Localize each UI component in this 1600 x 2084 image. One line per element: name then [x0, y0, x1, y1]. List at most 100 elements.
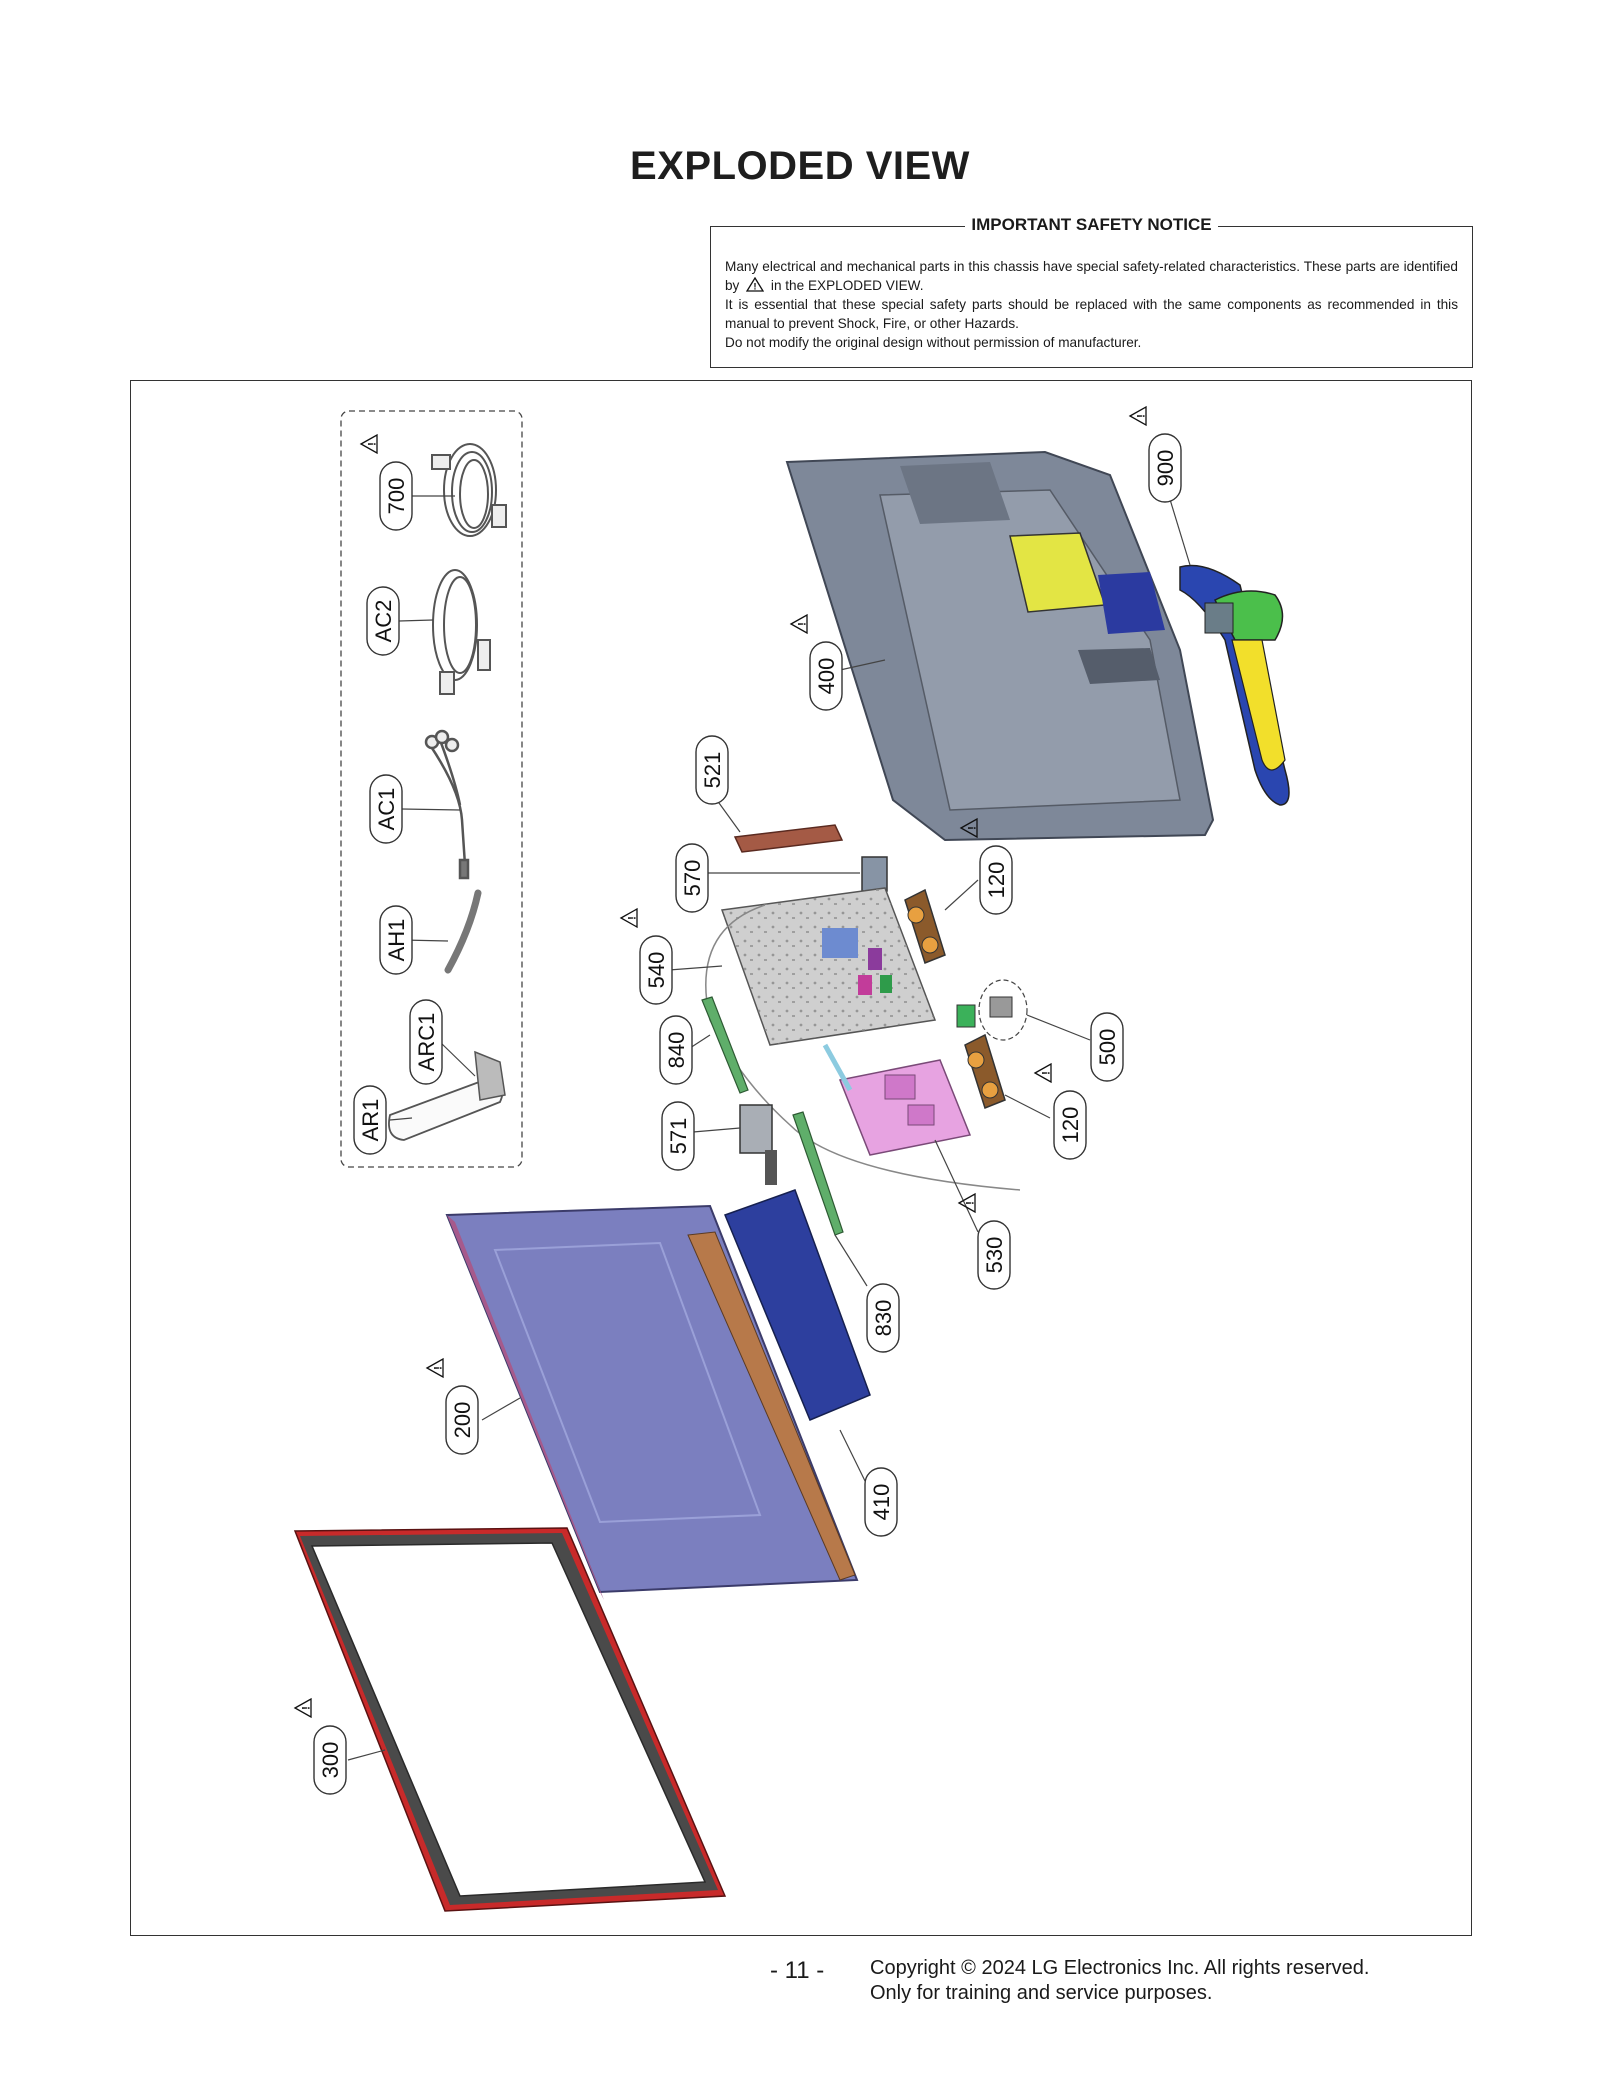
part-callout-outline [379, 905, 413, 975]
part-callout: 300! [293, 1697, 347, 1795]
safety-notice-line3: Do not modify the original design withou… [725, 335, 1142, 350]
exploded-view-frame [130, 380, 1472, 1936]
copyright-line2: Only for training and service purposes. [870, 1982, 1213, 2004]
ac-adapter-cable-part [432, 569, 491, 695]
svg-text:!: ! [1041, 1071, 1053, 1075]
leader-line [934, 1139, 979, 1233]
part-callout-label: AR1 [358, 1099, 383, 1142]
leader-line [839, 1429, 868, 1486]
part-callout-label: 120 [1058, 1107, 1083, 1144]
part-callout-outline [409, 999, 443, 1085]
av-cable-part [424, 729, 470, 880]
keypad-840-part [701, 996, 749, 1094]
part-callout-label: 400 [814, 658, 839, 695]
copyright-notice: Copyright © 2024 LG Electronics Inc. All… [870, 1956, 1369, 2006]
part-callout: 570 [675, 843, 709, 913]
warning-triangle-icon: ! [1033, 1062, 1053, 1084]
part-callout: 840 [659, 1015, 693, 1085]
flat-cable-part [822, 1043, 853, 1092]
remote-control-part [388, 1050, 506, 1141]
front-bezel-part [293, 1527, 727, 1912]
part-callout: AC2 [366, 586, 400, 656]
part-callout: 900! [1128, 405, 1182, 503]
rear-cover-part [785, 450, 1215, 842]
warning-triangle-icon: ! [1128, 405, 1148, 427]
shield-570-part [861, 856, 888, 892]
part-callout-label: 900 [1153, 450, 1178, 487]
part-callout: 830 [866, 1283, 900, 1353]
part-callout-label: 830 [871, 1300, 896, 1337]
speaker-upper-part [904, 888, 946, 964]
part-callout-outline [659, 1015, 693, 1085]
part-callout-label: 521 [700, 752, 725, 789]
part-callout: 120! [1033, 1062, 1087, 1160]
svg-text:!: ! [754, 282, 757, 292]
warning-triangle-icon: ! [957, 1192, 977, 1214]
part-callout-label: AH1 [384, 919, 409, 962]
power-board-part [838, 1059, 972, 1156]
warning-triangle-icon: ! [293, 1697, 313, 1719]
warning-triangle-icon: ! [789, 613, 809, 635]
part-callout-outline [675, 843, 709, 913]
bracket-571-part [739, 1104, 777, 1185]
part-callout-outline [864, 1467, 898, 1537]
part-callout: ARC1 [409, 999, 443, 1085]
safety-notice-line1b: in the EXPLODED VIEW. [770, 278, 924, 293]
part-callout-label: ARC1 [414, 1013, 439, 1072]
svg-text:!: ! [1136, 414, 1148, 418]
part-callout-label: 300 [318, 1742, 343, 1779]
accessory-box [340, 410, 523, 1168]
safety-notice-box: IMPORTANT SAFETY NOTICE Many electrical … [710, 215, 1473, 368]
svg-text:!: ! [965, 1201, 977, 1205]
page-number: - 11 - [770, 1957, 825, 1984]
leader-line [1026, 1014, 1091, 1041]
part-callout: 540! [619, 907, 673, 1005]
display-panel-part [445, 1204, 859, 1600]
part-callout: 410 [864, 1467, 898, 1537]
part-callout: AH1 [379, 905, 413, 975]
warning-triangle-icon: ! [619, 907, 639, 929]
part-callout-label: AC1 [374, 788, 399, 831]
part-callout-label: 530 [982, 1237, 1007, 1274]
leader-line [398, 619, 434, 622]
svg-text:!: ! [301, 1706, 313, 1710]
warning-triangle-icon: ! [959, 817, 979, 839]
part-callout-outline [366, 586, 400, 656]
part-callout-outline [1148, 433, 1182, 503]
leader-line [839, 659, 886, 671]
part-callout-outline [1090, 1012, 1124, 1082]
part-callout-label: 410 [869, 1484, 894, 1521]
page-title: EXPLODED VIEW [630, 144, 970, 188]
part-callout-outline [866, 1283, 900, 1353]
main-board-part [720, 887, 937, 1046]
chassis-frame-410-part [724, 1189, 871, 1421]
safety-notice-body: Many electrical and mechanical parts in … [725, 257, 1458, 352]
svg-text:!: ! [627, 916, 639, 920]
part-callout-outline [661, 1101, 695, 1171]
part-callout-outline [639, 935, 673, 1005]
part-callout-label: AC2 [371, 600, 396, 643]
part-callout: 200! [425, 1357, 479, 1455]
part-callout-outline [979, 845, 1013, 915]
part-callout-outline [353, 1085, 387, 1155]
leader-line [481, 1397, 521, 1421]
stand-part [1179, 564, 1290, 806]
copyright-line1: Copyright © 2024 LG Electronics Inc. All… [870, 1957, 1370, 1979]
part-callout: 521 [695, 735, 729, 805]
warning-triangle-icon: ! [745, 276, 765, 292]
leader-line [944, 879, 979, 911]
leader-line [668, 965, 723, 971]
part-callout-label: 200 [450, 1402, 475, 1439]
part-callout: 530! [957, 1192, 1011, 1290]
part-callout: AC1 [369, 774, 403, 844]
svg-text:!: ! [967, 826, 979, 830]
part-callout-outline [445, 1385, 479, 1455]
part-callout-outline [369, 774, 403, 844]
svg-text:!: ! [433, 1366, 445, 1370]
safety-notice-line1a: Many electrical and mechanical parts in … [725, 259, 1458, 293]
safety-notice-title: IMPORTANT SAFETY NOTICE [965, 215, 1218, 234]
svg-text:!: ! [367, 442, 379, 446]
part-callout-label: 120 [984, 862, 1009, 899]
speaker-lower-part [964, 1033, 1006, 1109]
